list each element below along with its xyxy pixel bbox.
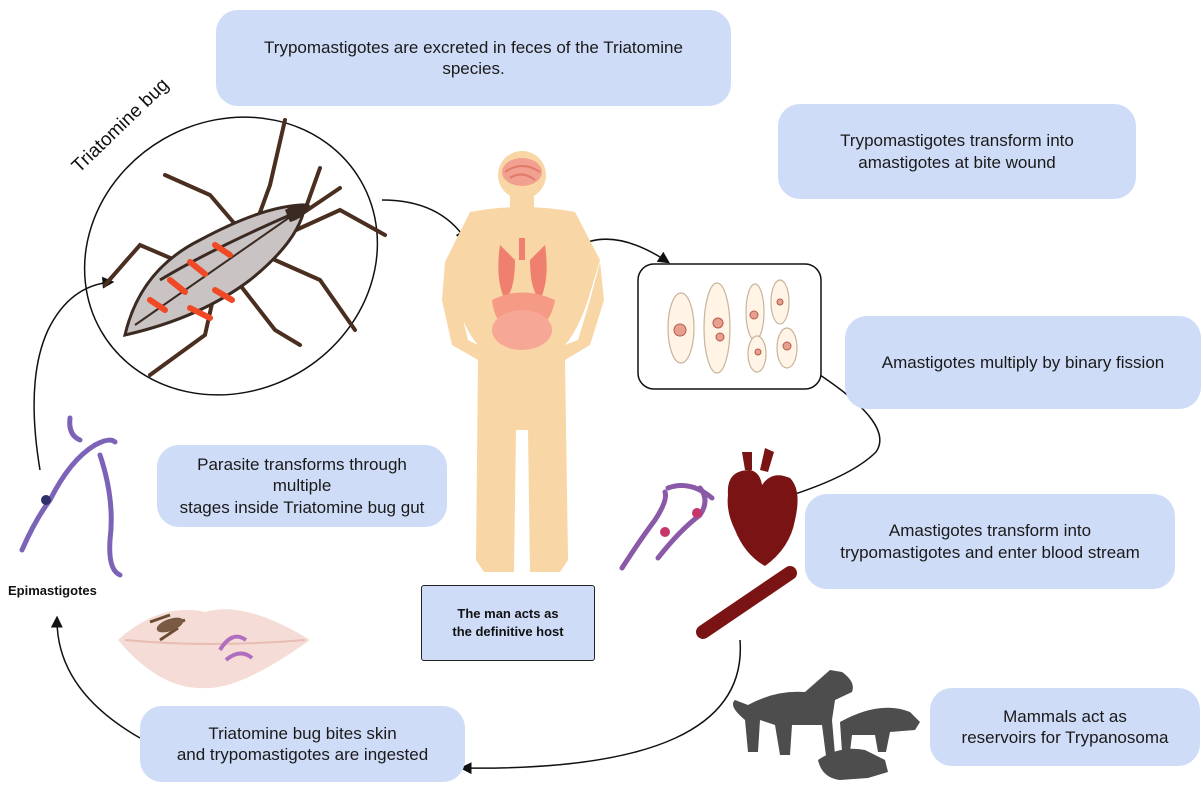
mammal-silhouettes — [733, 670, 920, 780]
transform-amastigotes-box: Trypomastigotes transform into amastigot… — [778, 104, 1136, 199]
trypomastigotes-illustration — [622, 486, 712, 568]
epimastigotes-label: Epimastigotes — [8, 583, 97, 598]
multiply-box: Amastigotes multiply by binary fission — [845, 316, 1201, 409]
bites-box: Triatomine bug bites skin and trypomasti… — [140, 706, 465, 782]
parasite-nucleus — [660, 527, 670, 537]
arrow-bug-to-human — [382, 200, 466, 240]
parasite-nucleus — [692, 508, 702, 518]
amastigote-cells-panel — [638, 264, 821, 389]
enter-blood-box: Amastigotes transform into trypomastigot… — [805, 494, 1175, 589]
lips-illustration — [118, 609, 310, 688]
excreted-box: Trypomastigotes are excreted in feces of… — [216, 10, 731, 106]
parasite-nucleus — [41, 495, 51, 505]
mammals-box: Mammals act as reservoirs for Trypanosom… — [930, 688, 1200, 766]
definitive-host-box: The man acts as the definitive host — [421, 585, 595, 661]
blood-vessel-icon — [703, 573, 790, 632]
parasite-stages-box: Parasite transforms through multiple sta… — [157, 445, 447, 527]
heart-illustration — [728, 448, 798, 566]
human-figure — [442, 151, 604, 572]
